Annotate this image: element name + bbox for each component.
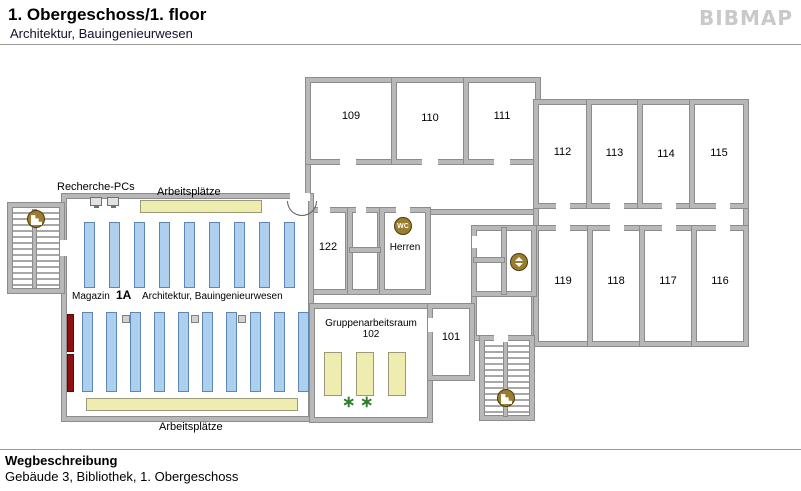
door-gap	[356, 204, 366, 216]
recherche-pcs-label: Recherche-PCs	[57, 181, 135, 193]
wall	[474, 258, 504, 262]
room-117-label: 117	[659, 275, 677, 287]
door-gap	[556, 224, 570, 232]
door-gap	[494, 157, 510, 166]
door-gap	[422, 157, 438, 166]
wall	[33, 210, 36, 288]
pillar	[238, 315, 246, 323]
bookshelf	[109, 222, 120, 288]
entrance-gap	[290, 193, 310, 201]
bookshelf	[209, 222, 220, 288]
room-122-label: 122	[318, 241, 338, 253]
wc-icon: WC	[394, 217, 412, 235]
staircase-left	[8, 203, 64, 293]
bookshelf	[298, 312, 309, 392]
door-gap	[428, 318, 436, 332]
bookshelf	[274, 312, 285, 392]
pillar	[122, 315, 130, 323]
footer-heading: Wegbeschreibung	[5, 453, 118, 468]
arbeitsplaetze-label-top: Arbeitsplätze	[157, 186, 221, 198]
room-111-label: 111	[493, 110, 511, 122]
room-112-label: 112	[553, 146, 572, 158]
door-gap	[494, 334, 508, 342]
room-109	[306, 78, 396, 164]
door-gap	[556, 202, 570, 210]
door-gap	[662, 202, 676, 210]
door-gap	[396, 204, 410, 216]
room-114-label: 114	[657, 148, 675, 160]
room-115-label: 115	[710, 147, 728, 159]
door-gap	[60, 240, 68, 256]
bookshelf	[106, 312, 117, 392]
group-table	[388, 352, 406, 396]
footer-divider	[0, 449, 801, 450]
room-115	[690, 100, 748, 208]
room-116-label: 116	[711, 275, 729, 287]
room-118-label: 118	[607, 275, 625, 287]
footer-directions: Gebäude 3, Bibliothek, 1. Obergeschoss	[5, 469, 239, 484]
room-116	[692, 226, 748, 346]
page-subtitle: Architektur, Bauingenieurwesen	[10, 26, 193, 41]
header-divider	[0, 44, 801, 45]
bookshelf	[234, 222, 245, 288]
door-gap	[610, 224, 624, 232]
workplaces-desk-bottom	[86, 398, 298, 411]
room-119-label: 119	[554, 275, 572, 287]
bookshelf	[226, 312, 237, 392]
bookshelf	[134, 222, 145, 288]
door-gap	[716, 224, 730, 232]
wall	[350, 248, 380, 252]
group-table	[324, 352, 342, 396]
corridor-connector	[472, 292, 536, 340]
elevator-icon	[510, 253, 528, 271]
room-109-label: 109	[341, 110, 361, 122]
group-room-label: Gruppenarbeitsraum 102	[312, 318, 430, 340]
door-gap	[318, 204, 330, 216]
bookshelf	[184, 222, 195, 288]
arbeitsplaetze-label-bottom: Arbeitsplätze	[159, 421, 223, 433]
magazin-shelf-highlight	[67, 354, 74, 392]
room-113-label: 113	[605, 147, 624, 159]
group-room-number: 102	[362, 329, 380, 340]
wall	[502, 228, 506, 294]
magazin-shelf-highlight	[67, 314, 74, 352]
stairs-icon	[27, 210, 45, 228]
herren-label: Herren	[389, 242, 421, 253]
pc-icon	[90, 197, 102, 208]
room-110-label: 110	[421, 112, 439, 124]
bookshelf	[178, 312, 189, 392]
magazin-label: Magazin	[72, 291, 110, 302]
bookshelf	[130, 312, 141, 392]
plant-icon: ∗	[360, 394, 374, 411]
pc-icon	[107, 197, 119, 208]
door-gap	[662, 224, 676, 232]
room-101	[428, 304, 474, 380]
plant-icon: ∗	[342, 394, 356, 411]
group-room-name: Gruppenarbeitsraum	[325, 318, 417, 329]
bookshelf	[154, 312, 165, 392]
bibmap-logo: BIBMAP	[699, 6, 793, 30]
room-101-label: 101	[441, 331, 461, 343]
bookshelf	[84, 222, 95, 288]
corridor-top	[306, 158, 540, 214]
bookshelf	[284, 222, 295, 288]
door-gap	[340, 157, 356, 166]
bookshelf	[250, 312, 261, 392]
door-gap	[716, 202, 730, 210]
staircase-bottom	[480, 336, 534, 420]
shelf-subject-label: Architektur, Bauingenieurwesen	[142, 291, 283, 302]
workplaces-desk-top	[140, 200, 262, 213]
door-gap	[472, 236, 480, 248]
bookshelf	[82, 312, 93, 392]
wall	[504, 342, 507, 416]
bookshelf	[202, 312, 213, 392]
page-title: 1. Obergeschoss/1. floor	[8, 5, 207, 24]
pillar	[191, 315, 199, 323]
door-gap	[610, 202, 624, 210]
bookshelf	[259, 222, 270, 288]
group-table	[356, 352, 374, 396]
stairs-icon	[497, 389, 515, 407]
shelf-code-label: 1A	[116, 288, 132, 302]
bookshelf	[159, 222, 170, 288]
